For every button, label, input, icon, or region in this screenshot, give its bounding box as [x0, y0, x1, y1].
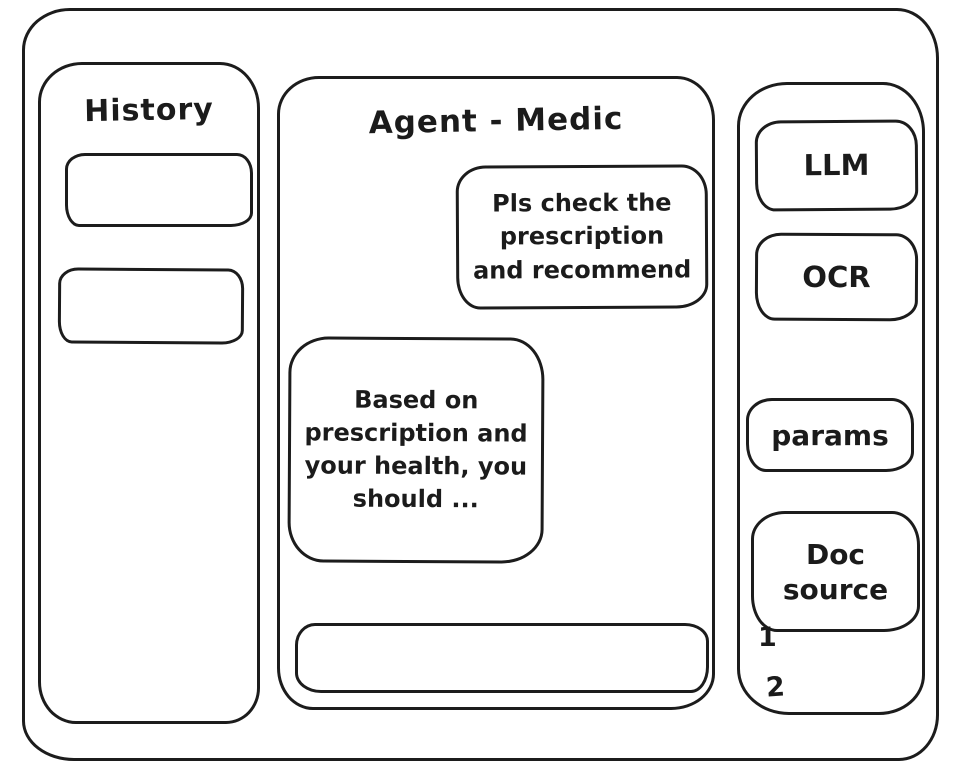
- history-item-1[interactable]: [65, 153, 253, 227]
- chat-title: Agent - Medic: [368, 100, 624, 142]
- tools-sidebar: LLM OCR params Doc source 1 2: [737, 82, 925, 715]
- assistant-message-text: Based on prescription and your health, y…: [304, 385, 528, 514]
- user-message-text: Pls check the prescription and recommend: [472, 188, 692, 285]
- tool-llm-button[interactable]: LLM: [754, 119, 919, 212]
- tool-params-button[interactable]: params: [746, 398, 914, 472]
- tool-doc-source-label: Doc source: [782, 537, 889, 606]
- tool-llm-label: LLM: [803, 148, 870, 183]
- history-item-2[interactable]: [57, 267, 245, 345]
- tool-doc-source-button[interactable]: Doc source: [751, 511, 920, 632]
- history-title: History: [83, 91, 215, 130]
- assistant-message-bubble: Based on prescription and your health, y…: [287, 336, 545, 564]
- history-sidebar: History: [38, 62, 260, 724]
- tool-params-label: params: [771, 418, 889, 452]
- chat-panel: Agent - Medic Pls check the prescription…: [277, 76, 715, 710]
- doc-source-item-1[interactable]: 1: [758, 622, 777, 653]
- tool-ocr-label: OCR: [802, 259, 871, 295]
- tool-ocr-button[interactable]: OCR: [754, 232, 919, 322]
- user-message-bubble: Pls check the prescription and recommend: [455, 164, 709, 310]
- doc-source-item-2[interactable]: 2: [764, 671, 786, 704]
- chat-input[interactable]: [295, 623, 709, 693]
